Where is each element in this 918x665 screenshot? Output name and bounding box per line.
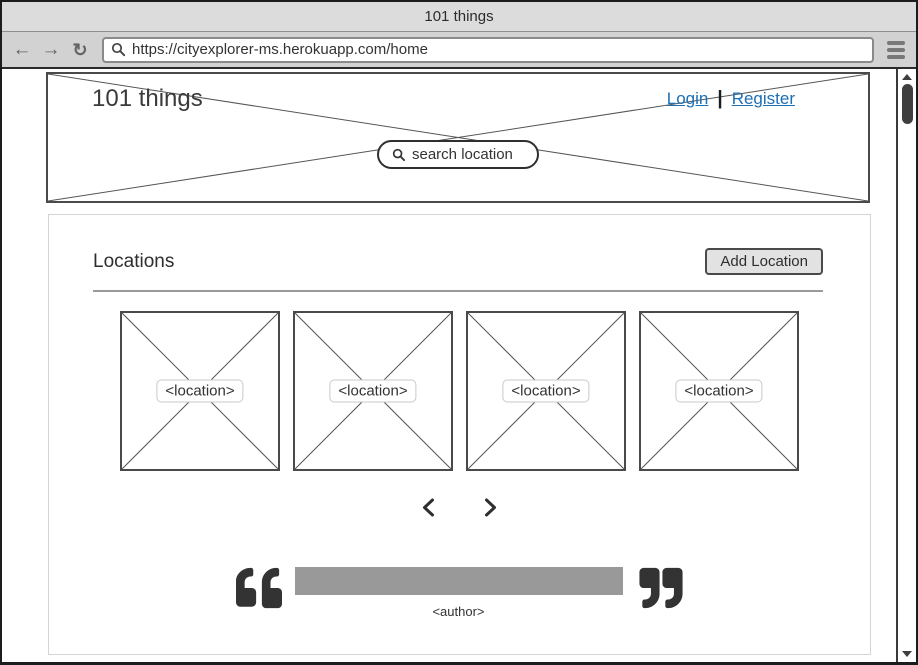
location-card-label: <location> [675, 379, 763, 403]
url-bar[interactable] [102, 36, 874, 63]
url-input[interactable] [132, 41, 865, 58]
locations-heading: Locations [93, 250, 175, 272]
location-card[interactable]: <location> [293, 311, 453, 471]
locations-header: Locations Add Location [49, 215, 870, 275]
scroll-down-icon[interactable] [902, 651, 912, 657]
location-card[interactable]: <location> [466, 311, 626, 471]
site-logo: 101 things [92, 85, 203, 112]
window-title: 101 things [424, 8, 494, 25]
hamburger-menu-icon[interactable] [885, 39, 907, 61]
testimonial-quote: <author> [49, 562, 870, 619]
search-field[interactable] [377, 140, 539, 169]
location-cards-row: <location> <location> [49, 311, 870, 471]
add-location-button[interactable]: Add Location [705, 248, 823, 275]
scrollbar-thumb[interactable] [901, 84, 913, 124]
carousel-controls [49, 497, 870, 518]
login-link[interactable]: Login [666, 89, 709, 108]
quote-author: <author> [432, 604, 485, 619]
nav-separator: | [717, 88, 723, 109]
magnifier-icon [111, 42, 126, 57]
window-titlebar: 101 things [2, 2, 916, 32]
hero-image-placeholder: 101 things Login | Register [46, 72, 870, 203]
locations-panel: Locations Add Location <location> [48, 214, 871, 655]
search-icon [392, 148, 406, 161]
browser-toolbar: ← → ↻ [2, 32, 916, 69]
auth-nav: Login | Register [667, 88, 795, 110]
chevron-right-icon[interactable] [483, 497, 498, 518]
page-viewport: 101 things Login | Register Locati [2, 69, 916, 662]
back-arrow-icon[interactable]: ← [12, 39, 32, 60]
quote-body: <author> [294, 562, 623, 619]
placeholder-x-icon [48, 74, 868, 201]
quote-open-icon [235, 567, 282, 609]
scroll-up-icon[interactable] [902, 74, 912, 80]
vertical-scrollbar[interactable] [896, 69, 916, 662]
chevron-left-icon[interactable] [421, 497, 436, 518]
location-card[interactable]: <location> [120, 311, 280, 471]
refresh-icon[interactable]: ↻ [72, 39, 88, 60]
forward-arrow-icon[interactable]: → [41, 39, 61, 60]
quote-text-placeholder [294, 567, 623, 595]
search-input[interactable] [412, 146, 524, 163]
page-content: 101 things Login | Register Locati [2, 69, 896, 662]
register-link[interactable]: Register [731, 89, 795, 108]
location-card-label: <location> [329, 379, 417, 403]
location-card-label: <location> [502, 379, 590, 403]
location-card[interactable]: <location> [639, 311, 799, 471]
section-divider [93, 290, 823, 292]
location-card-label: <location> [156, 379, 244, 403]
quote-close-icon [638, 567, 683, 609]
